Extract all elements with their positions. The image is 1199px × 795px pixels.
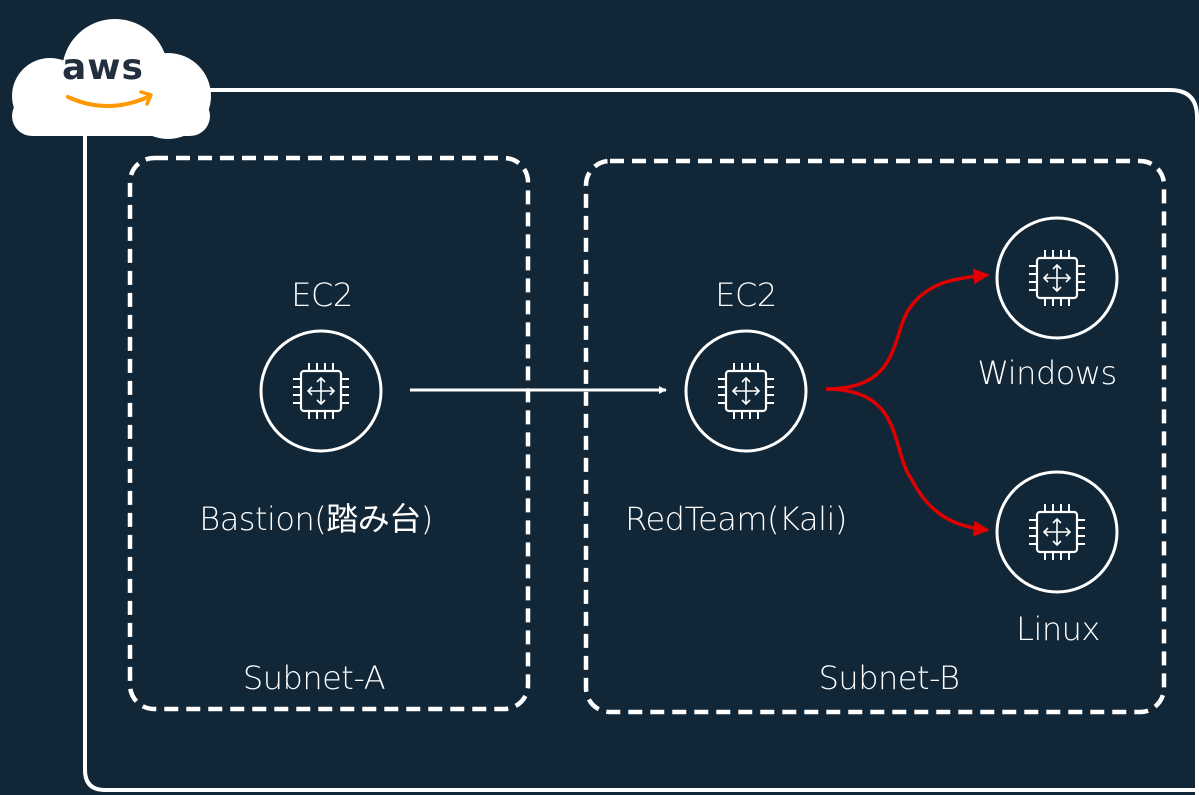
aws-logo-text: aws — [62, 47, 144, 88]
aws-cloud-icon — [12, 19, 211, 139]
subnet-a-label: Subnet-A — [242, 659, 386, 697]
redteam-ec2-icon[interactable] — [684, 329, 808, 453]
linux-name-label: Linux — [1016, 610, 1100, 648]
linux-ec2-icon[interactable] — [995, 470, 1119, 594]
connection-redteam-to-windows — [825, 268, 990, 391]
bastion-name-label: Bastion(踏み台) — [199, 500, 433, 538]
aws-smile-icon — [66, 95, 150, 108]
aws-cloud-boundary-left — [83, 130, 1199, 792]
aws-cloud-boundary — [205, 88, 1199, 795]
windows-name-label: Windows — [977, 354, 1117, 392]
windows-ec2-icon[interactable] — [995, 216, 1119, 340]
redteam-name-label: RedTeam(Kali) — [625, 500, 847, 538]
bastion-ec2-icon[interactable] — [259, 329, 383, 453]
subnet-a-boundary — [127, 155, 531, 712]
connection-redteam-to-linux — [825, 387, 990, 537]
redteam-service-label: EC2 — [715, 276, 777, 314]
bastion-service-label: EC2 — [291, 276, 353, 314]
subnet-b-boundary — [583, 158, 1167, 715]
subnet-b-label: Subnet-B — [818, 659, 960, 697]
